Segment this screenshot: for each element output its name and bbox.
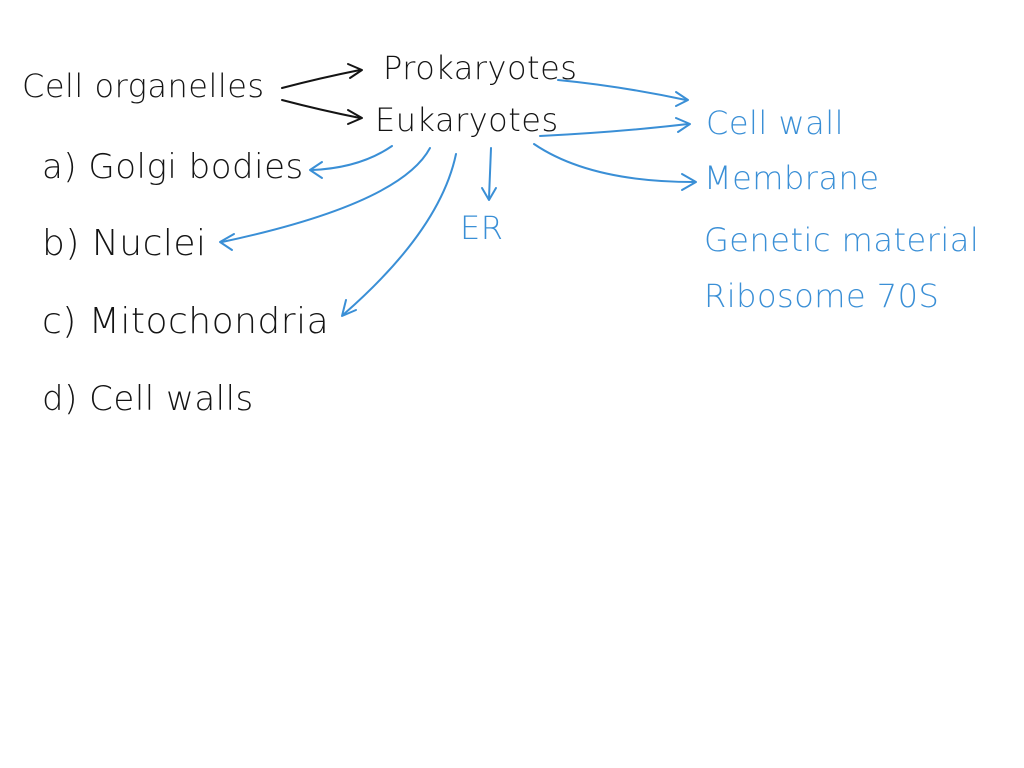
- option-c: c) Mitochondria: [42, 301, 330, 342]
- branch-eukaryotes: Eukaryotes: [375, 101, 559, 139]
- arrow-eukaryotes-to-er: [488, 147, 492, 199]
- option-a: a) Golgi bodies: [42, 147, 304, 187]
- arrow-eukaryotes-to-nuclei-head: [219, 233, 235, 251]
- arrow-prokaryotes-to-parts-head: [675, 91, 689, 107]
- part-cell-wall: Cell wall: [706, 104, 845, 142]
- arrow-eukaryotes-to-golgi-head: [309, 161, 323, 179]
- arrow-root-to-eukaryotes-head: [347, 109, 363, 125]
- option-b: b) Nuclei: [42, 223, 207, 264]
- arrow-eukaryotes-to-mitochondria: [343, 153, 457, 315]
- root-label: Cell organelles: [22, 67, 265, 105]
- branch-prokaryotes: Prokaryotes: [383, 49, 578, 87]
- part-membrane: Membrane: [704, 159, 880, 197]
- part-genetic-material: Genetic material: [704, 221, 980, 259]
- option-d: d) Cell walls: [42, 379, 254, 419]
- arrow-root-to-prokaryotes-head: [347, 63, 363, 79]
- arrow-eukaryotes-to-mitochondria-head: [341, 299, 357, 317]
- arrow-root-to-prokaryotes: [281, 69, 361, 89]
- label-er: ER: [460, 209, 504, 247]
- part-ribosome: Ribosome 70S: [704, 277, 940, 315]
- arrow-eukaryotes-to-cell-wall-head: [675, 117, 691, 133]
- arrow-eukaryotes-to-membrane: [533, 143, 695, 183]
- arrow-root-to-eukaryotes: [281, 99, 361, 119]
- arrow-eukaryotes-to-membrane-head: [681, 173, 697, 191]
- arrow-eukaryotes-to-golgi: [311, 145, 393, 171]
- arrow-eukaryotes-to-cell-wall: [539, 123, 689, 137]
- arrow-eukaryotes-to-er-head: [481, 187, 497, 201]
